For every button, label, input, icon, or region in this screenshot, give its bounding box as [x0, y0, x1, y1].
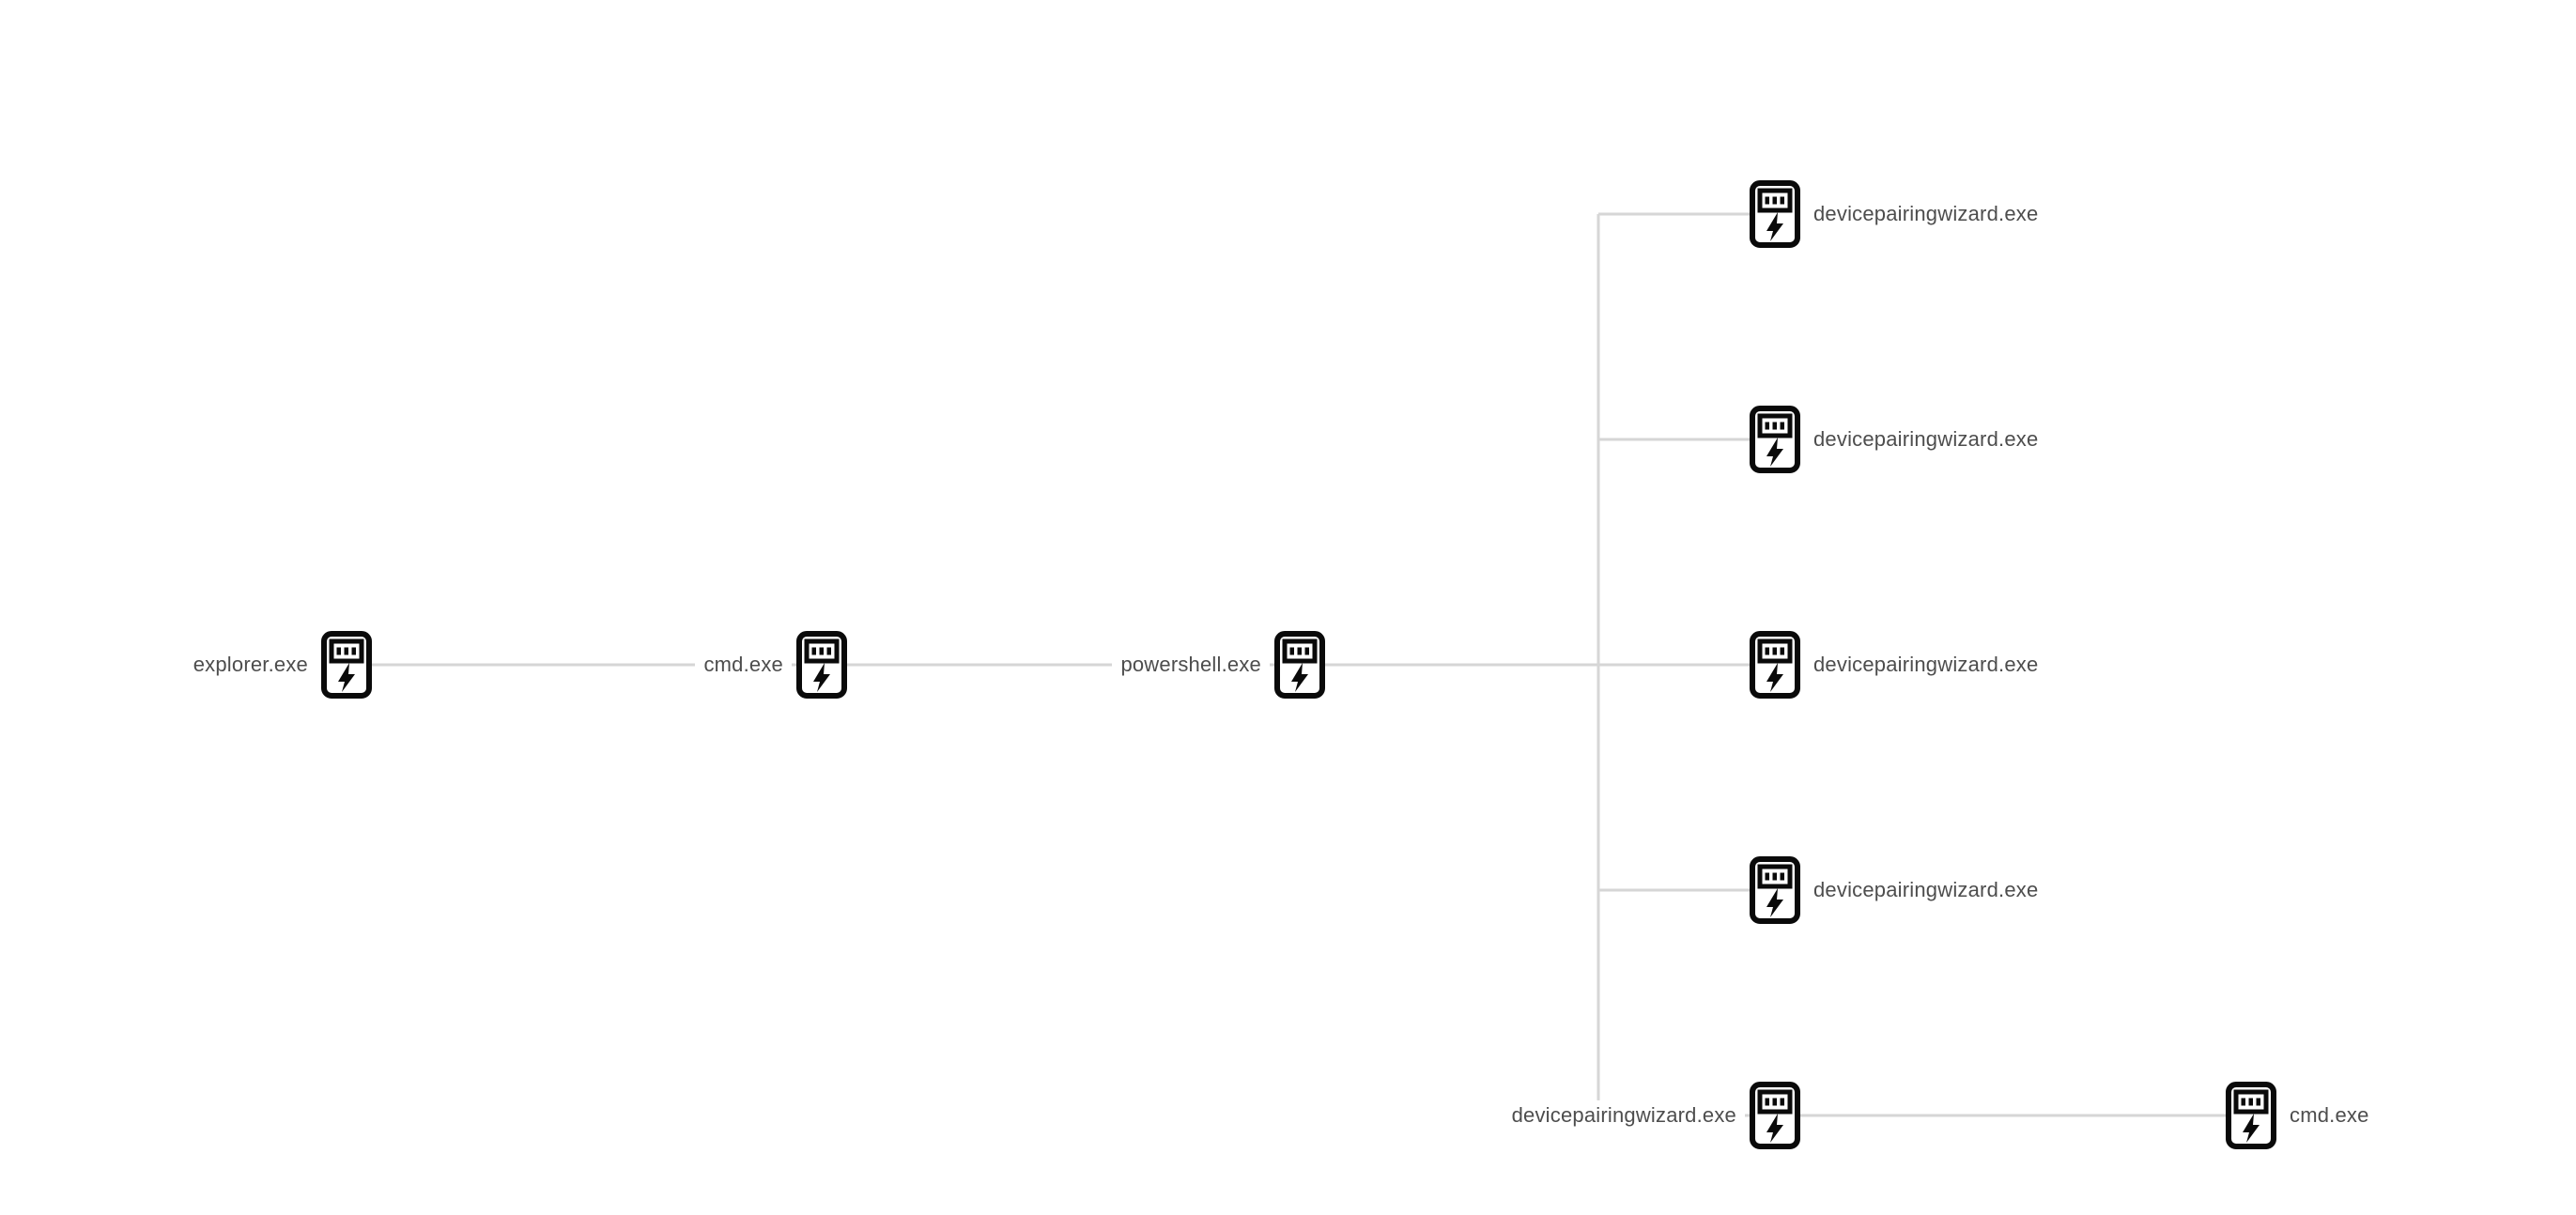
process-label: powershell.exe: [1112, 649, 1270, 681]
process-label: devicepairingwizard.exe: [1805, 423, 2047, 455]
process-executable-icon: [321, 631, 372, 699]
process-label: cmd.exe: [695, 649, 792, 681]
process-executable-icon: [1274, 631, 1325, 699]
process-label: devicepairingwizard.exe: [1503, 1100, 1745, 1131]
process-executable-icon: [1750, 631, 1800, 699]
process-executable-icon: [1750, 856, 1800, 924]
process-label: devicepairingwizard.exe: [1805, 198, 2047, 230]
process-label: cmd.exe: [2281, 1100, 2378, 1131]
process-label: devicepairingwizard.exe: [1805, 649, 2047, 681]
process-executable-icon: [1750, 1082, 1800, 1149]
process-executable-icon: [1750, 180, 1800, 248]
process-label: explorer.exe: [184, 649, 316, 681]
process-executable-icon: [796, 631, 847, 699]
process-label: devicepairingwizard.exe: [1805, 874, 2047, 906]
process-executable-icon: [2226, 1082, 2276, 1149]
process-executable-icon: [1750, 406, 1800, 473]
